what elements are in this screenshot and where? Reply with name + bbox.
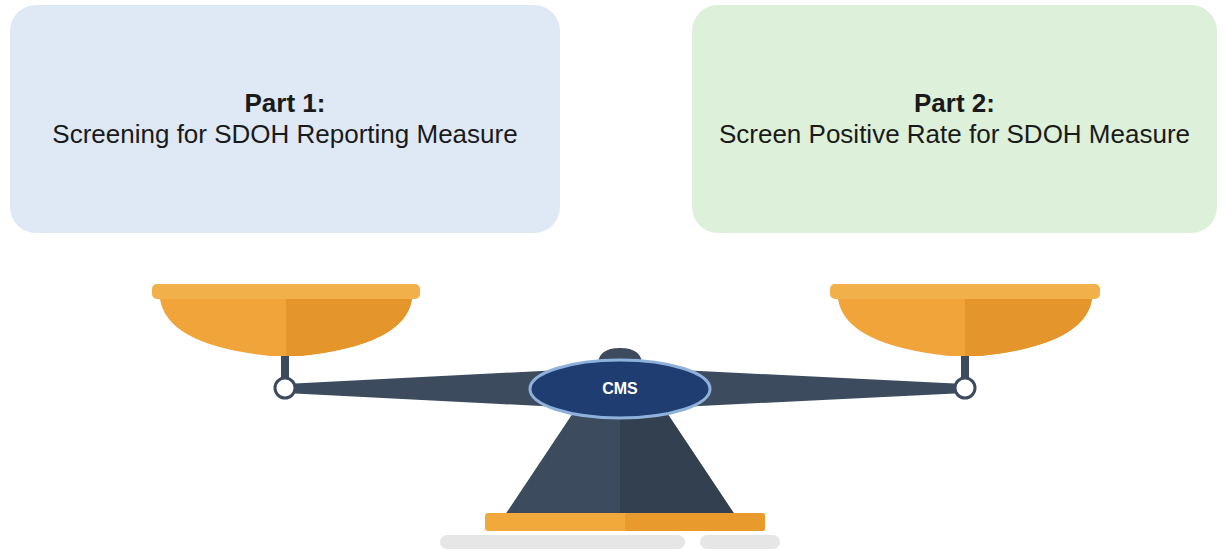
part-label: CMS xyxy=(602,379,638,398)
part-label: Screening for SDOH Reporting Measure xyxy=(52,119,517,150)
scale-base-plate-shade xyxy=(625,513,765,531)
pan-bowl xyxy=(160,299,412,356)
pan-bowl xyxy=(838,299,1092,356)
pan-stem xyxy=(281,356,289,380)
part-box: Part 1:Screening for SDOH Reporting Meas… xyxy=(10,5,560,233)
base-shadow xyxy=(440,535,685,549)
part-heading: Part 2: xyxy=(914,88,995,119)
pan-bowl-shade xyxy=(286,299,412,356)
part-box: Part 2:Screen Positive Rate for SDOH Mea… xyxy=(692,5,1217,233)
part-heading: Part 1: xyxy=(245,88,326,119)
scale-base-plate xyxy=(485,513,765,531)
base-shadow xyxy=(700,535,780,549)
pan-joint xyxy=(955,378,975,398)
pan-rim xyxy=(830,284,1100,299)
ellipse-shape xyxy=(530,360,710,418)
pan-joint xyxy=(275,378,295,398)
cms-ellipse: CMS xyxy=(528,358,712,420)
pan-rim xyxy=(152,284,420,299)
pan-stem xyxy=(961,356,969,380)
pan-bowl-shade xyxy=(965,299,1092,356)
part-label: Screen Positive Rate for SDOH Measure xyxy=(719,119,1190,150)
